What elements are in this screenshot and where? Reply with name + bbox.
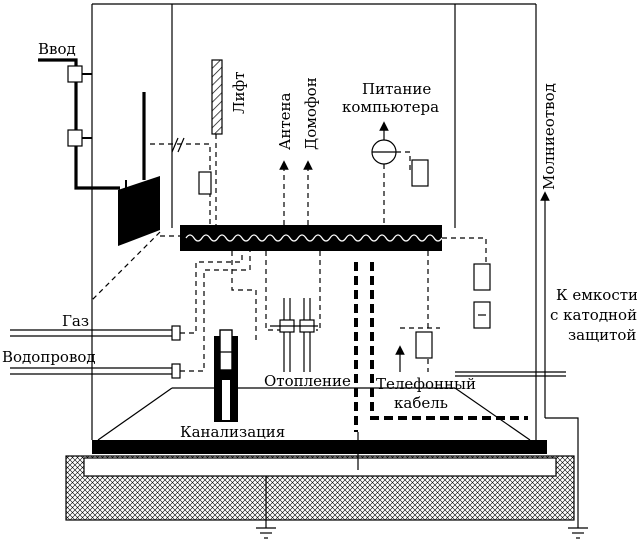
building-walls (91, 3, 537, 441)
cathodic-protection-link (442, 237, 566, 377)
label-kanalizatsiya: Канализация (180, 423, 285, 441)
label-emkost-3: защитой (568, 326, 636, 344)
heating-pipes (270, 298, 318, 372)
label-emkost-1: К емкости (556, 286, 637, 304)
label-otoplenie: Отопление (264, 372, 351, 390)
label-pitanie-2: компьютера (342, 98, 439, 116)
ground-symbol-left (256, 476, 276, 539)
water-pipe (10, 363, 181, 379)
label-telefonny-2: кабель (394, 394, 448, 412)
label-antena: Антена (276, 92, 294, 150)
telephone-cable (395, 251, 440, 372)
label-domofon: Домофон (302, 77, 320, 150)
label-telefonny-1: Телефонный (376, 375, 476, 393)
label-gaz: Газ (62, 312, 89, 330)
label-molnieotvod: Молниеотвод (540, 83, 558, 190)
label-emkost-2: с катодной (550, 306, 637, 324)
main-ground-busbar (180, 225, 443, 251)
label-lift: Лифт (230, 71, 248, 114)
label-vodoprovod: Водопровод (2, 348, 96, 366)
lift-cable (198, 59, 223, 228)
label-pitanie-1: Питание (362, 80, 431, 98)
computer-power (371, 121, 429, 225)
gas-pipe (10, 325, 181, 341)
foundation (65, 440, 575, 521)
lightning-rod (540, 191, 588, 539)
pipe-bond-wiring (180, 251, 321, 372)
ground-conductor (354, 262, 528, 432)
power-input (38, 58, 211, 301)
sewerage-pipe (214, 329, 238, 422)
label-vvod: Ввод (38, 40, 76, 58)
